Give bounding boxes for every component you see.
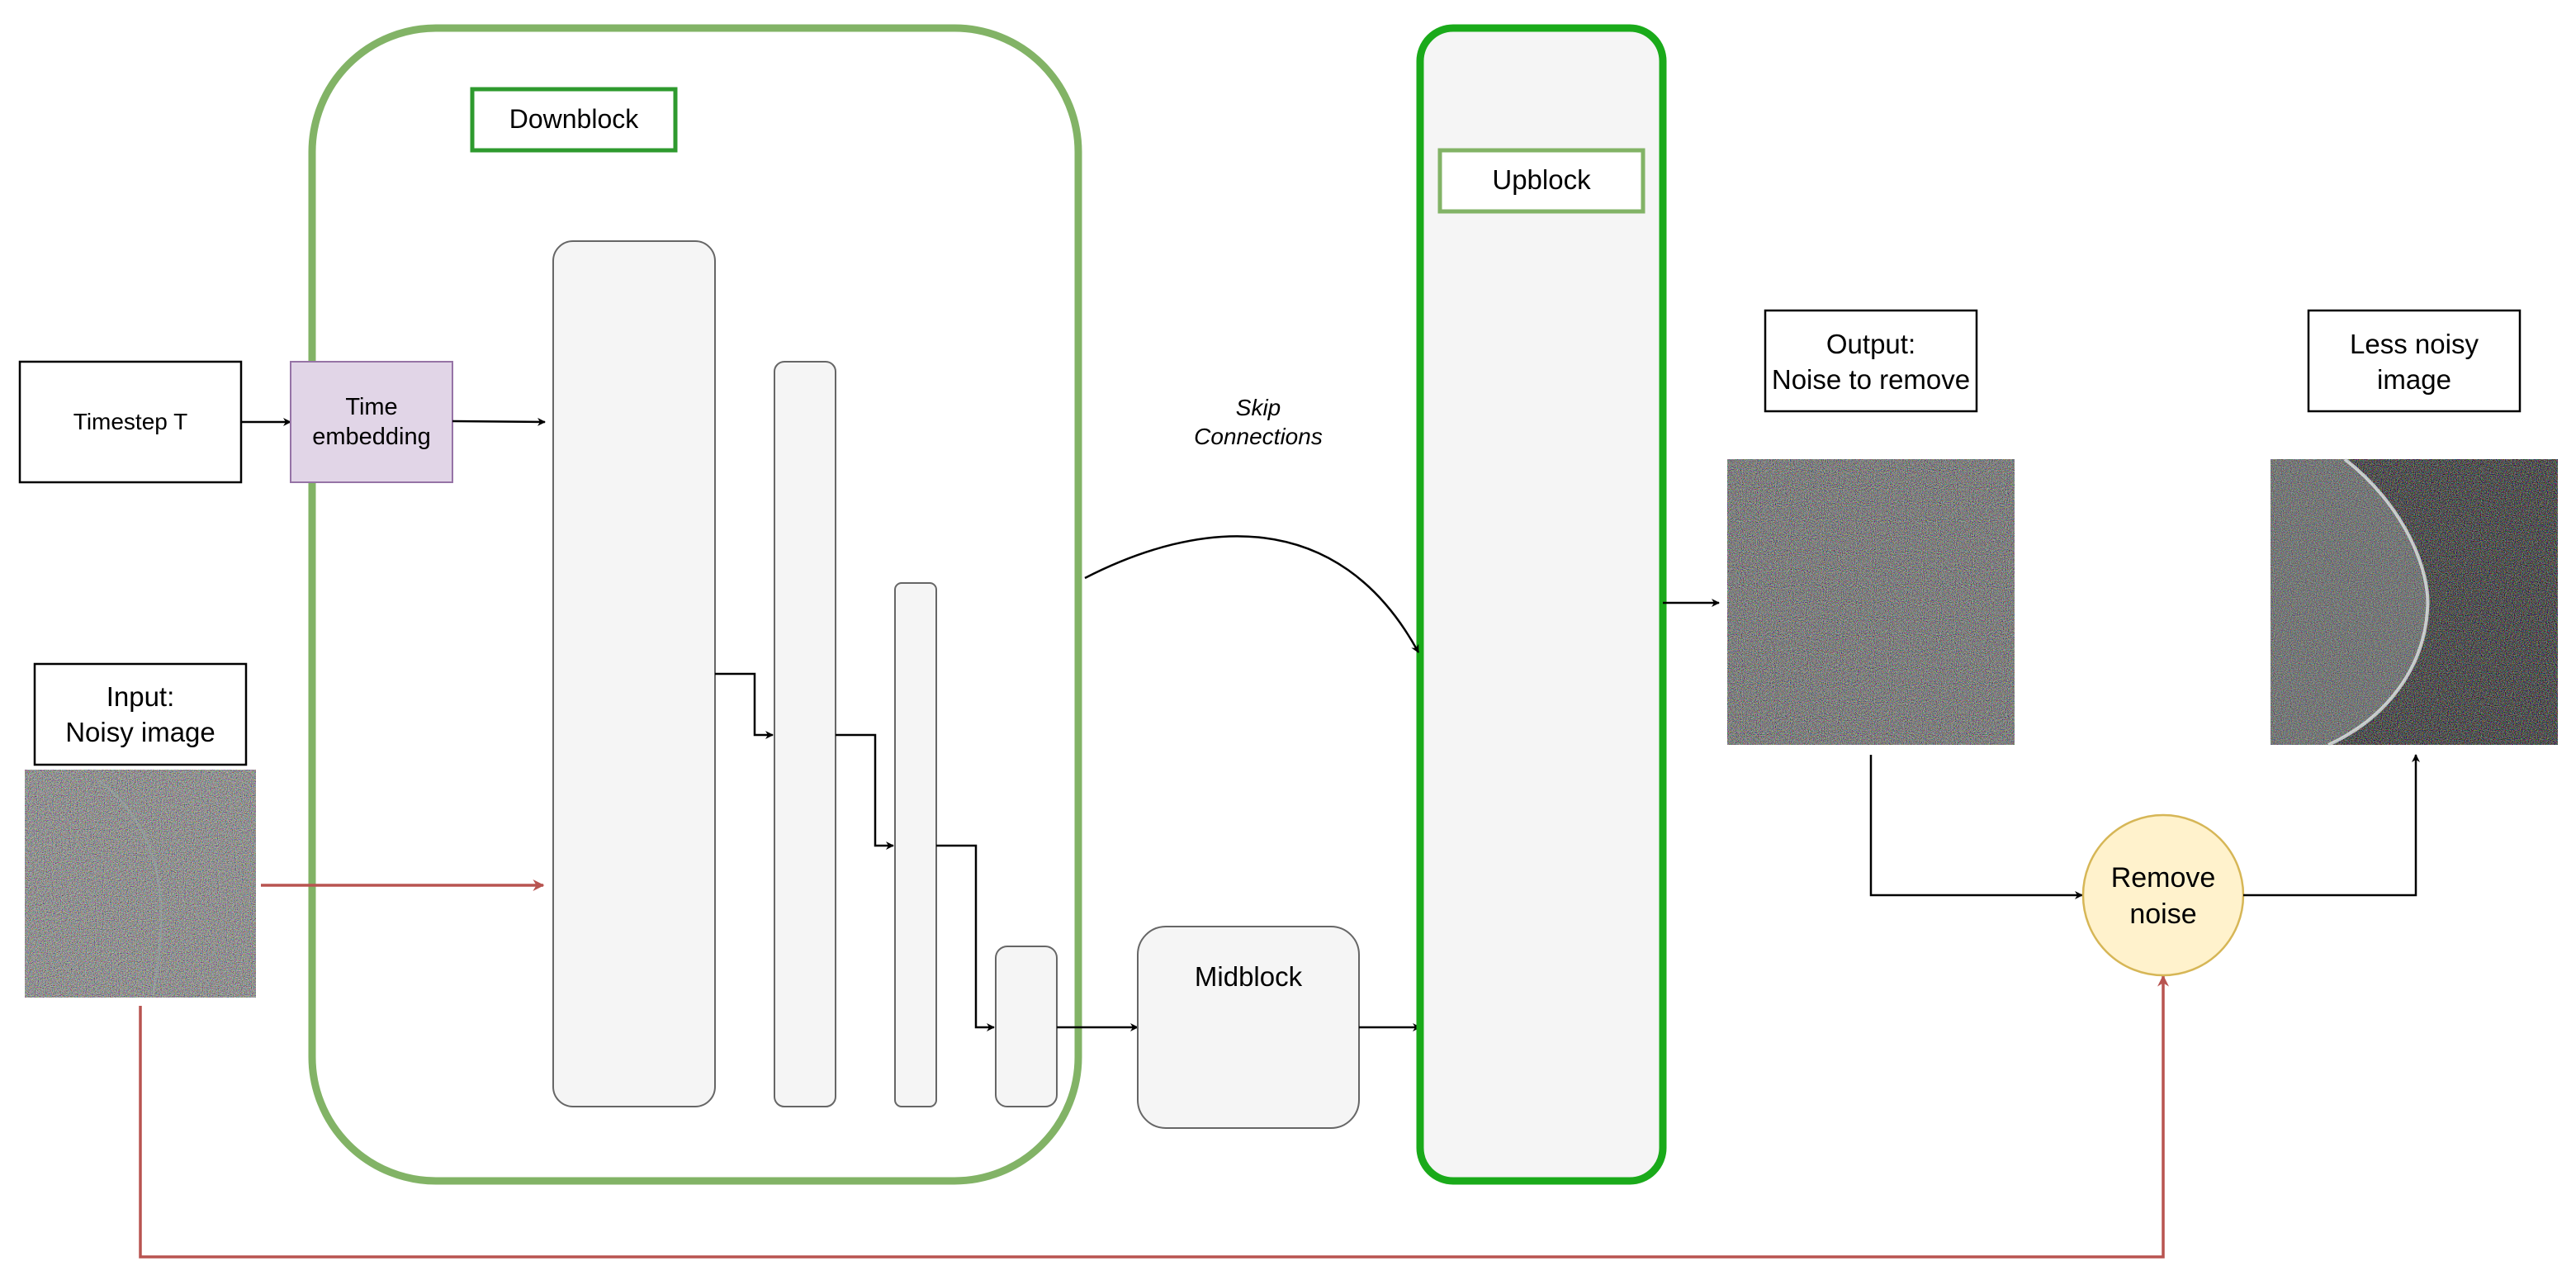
input-label-line2: Noisy image: [65, 717, 215, 747]
remove-noise-line1: Remove: [2111, 862, 2216, 894]
upblock-label: Upblock: [1492, 164, 1591, 195]
upblock-container: [1416, 24, 1667, 1185]
timestep-box: [18, 360, 243, 484]
output-label-line2: Noise to remove: [1772, 364, 1970, 395]
less-noisy-label-box: [2307, 309, 2522, 413]
remove-noise-to-result-arrow: [2243, 754, 2420, 897]
input-label-box: [33, 662, 248, 766]
down-layer-4: [995, 946, 1058, 1107]
input-to-remove-noise-arrow: [139, 974, 2169, 1259]
output-noise-image: [1727, 459, 2015, 745]
down-connector-2: [836, 733, 894, 850]
skip-connection-arrow: [1084, 535, 1420, 653]
downblock-container: [308, 24, 1082, 1185]
input-label-line1: Input:: [107, 681, 175, 712]
down-layer-3: [894, 582, 937, 1107]
output-label-line1: Output:: [1826, 329, 1915, 359]
downblock-label: Downblock: [509, 104, 640, 134]
embedding-to-downblock-arrow: [452, 417, 546, 426]
skip-label-line2: Connections: [1194, 424, 1323, 449]
output-to-remove-noise-arrow: [1869, 755, 2083, 899]
downblock-label-box: [470, 87, 678, 153]
down-connector-3: [936, 844, 995, 1031]
output-label-box: [1764, 309, 1978, 413]
down-layer-2: [774, 361, 836, 1107]
less-noisy-image: [2271, 457, 2558, 747]
upblock-label-box: [1437, 148, 1646, 214]
down-layer-1: [552, 240, 716, 1107]
less-noisy-line1: Less noisy: [2350, 329, 2479, 359]
timestep-label: Timestep T: [73, 409, 187, 434]
time-embedding-line2: embedding: [312, 424, 431, 450]
input-noisy-image: [25, 770, 256, 998]
midblock-label: Midblock: [1195, 961, 1303, 992]
time-embedding-line1: Time: [345, 394, 397, 420]
skip-label-line1: Skip: [1236, 395, 1281, 420]
midblock: [1137, 926, 1360, 1129]
remove-noise-node: [2081, 813, 2245, 977]
time-embedding-box: [290, 361, 453, 483]
down-connector-1: [715, 672, 774, 739]
remove-noise-line2: noise: [2129, 898, 2196, 930]
less-noisy-line2: image: [2377, 364, 2451, 395]
